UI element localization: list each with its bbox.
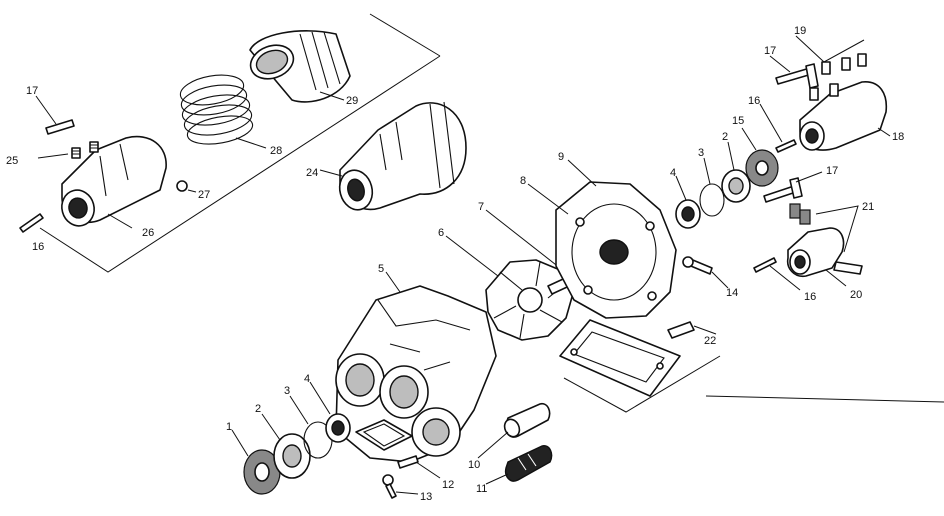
part-3-ring-right — [699, 157, 725, 217]
callout-19: 19 — [794, 25, 806, 37]
callout-7: 7 — [478, 201, 484, 213]
callout-10: 10 — [468, 459, 480, 471]
callout-17c: 17 — [26, 85, 38, 97]
callout-2b: 2 — [722, 131, 728, 143]
callout-9: 9 — [558, 151, 564, 163]
callout-8: 8 — [520, 175, 526, 187]
callout-22: 22 — [704, 335, 716, 347]
callout-11: 11 — [476, 483, 487, 495]
part-19-set-screws — [795, 35, 867, 101]
part-4-seal-lower — [309, 381, 351, 443]
part-22-gasket — [559, 319, 721, 413]
reference-line — [705, 395, 944, 403]
callout-5: 5 — [378, 263, 384, 275]
callout-26: 26 — [142, 227, 154, 239]
callout-16b: 16 — [804, 291, 816, 303]
kit-outline — [39, 13, 441, 273]
part-27-ball — [176, 180, 197, 193]
callout-24: 24 — [306, 167, 318, 179]
part-6-impeller — [445, 235, 575, 341]
callout-20: 20 — [850, 289, 862, 301]
callout-16a: 16 — [748, 95, 760, 107]
part-2-bearing-right — [721, 141, 751, 203]
part-26-hub — [61, 135, 167, 229]
callout-17a: 17 — [764, 45, 776, 57]
callout-6: 6 — [438, 227, 444, 239]
callout-15: 15 — [732, 115, 744, 127]
callout-2: 2 — [255, 403, 261, 415]
part-16-pin-left — [19, 213, 44, 233]
part-14-bolt — [682, 256, 729, 289]
callout-3: 3 — [284, 385, 290, 397]
callout-29: 29 — [346, 95, 358, 107]
part-4-seal-right — [675, 175, 701, 229]
part-9-cover-plate — [527, 159, 677, 319]
callout-16c: 16 — [32, 241, 44, 253]
part-18-hub-right — [799, 81, 891, 151]
part-1-gear-lower — [231, 429, 281, 495]
part-21-screws — [789, 203, 863, 275]
callout-3b: 3 — [698, 147, 704, 159]
part-16-pin-middle — [753, 257, 801, 291]
part-16-pin-upper — [759, 103, 797, 153]
part-17-key-left — [35, 95, 75, 135]
part-25-set-screws — [37, 141, 99, 159]
part-2-bearing-lower — [261, 413, 311, 479]
callout-labels: 1 2 3 4 5 6 7 8 9 4 3 2 15 16 17 19 18 1… — [6, 25, 904, 503]
part-17-key-middle — [763, 171, 823, 203]
callout-14: 14 — [726, 287, 738, 299]
part-5-pump-body — [335, 271, 497, 463]
part-15-gear — [741, 127, 779, 187]
callout-27: 27 — [198, 189, 210, 201]
callout-28: 28 — [270, 145, 282, 157]
part-12-plate — [355, 419, 441, 479]
part-24-coupling-housing — [319, 101, 467, 211]
callout-13: 13 — [420, 491, 432, 503]
callout-17b: 17 — [826, 165, 838, 177]
callout-18: 18 — [892, 131, 904, 143]
part-29-sleeve — [249, 30, 351, 103]
part-11-bushing — [485, 445, 553, 485]
callout-12: 12 — [442, 479, 454, 491]
callout-25: 25 — [6, 155, 18, 167]
part-13-screw — [382, 474, 419, 499]
part-17-key-upper — [769, 55, 819, 89]
callout-4b: 4 — [670, 167, 676, 179]
part-28-spring — [179, 74, 267, 149]
callout-21: 21 — [862, 201, 874, 213]
callout-4: 4 — [304, 373, 310, 385]
part-10-sleeve — [477, 402, 551, 459]
part-20-hub-middle — [786, 227, 847, 287]
callout-1: 1 — [226, 421, 232, 433]
